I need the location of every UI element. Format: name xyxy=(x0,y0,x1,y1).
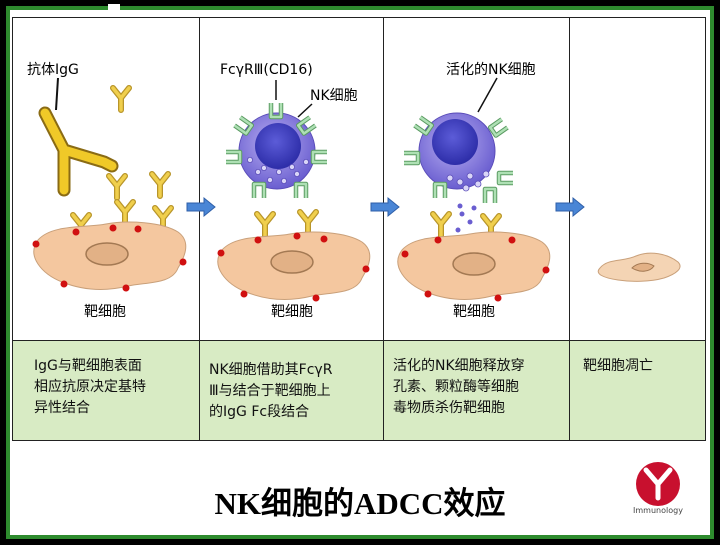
target-cell-2 xyxy=(217,231,371,302)
slide-title: NK细胞的ADCC效应 xyxy=(214,486,506,521)
caption-1-line-3: 异性结合 xyxy=(34,400,90,416)
arrow-1-icon xyxy=(186,196,216,218)
caption-2-line-1: NK细胞借助其FcγR xyxy=(209,362,333,378)
caption-3-line-3: 毒物质杀伤靶细胞 xyxy=(393,400,505,416)
p1-antibody-label: 抗体IgG xyxy=(27,62,79,78)
caption-2: NK细胞借助其FcγR Ⅲ与结合于靶细胞上 的IgG Fc段结合 xyxy=(209,360,332,423)
panel-1-art: 抗体IgG 靶细胞 xyxy=(27,62,187,320)
caption-3-line-1: 活化的NK细胞释放穿 xyxy=(393,358,525,374)
panel-3-art: 活化的NK细胞 靶细胞 xyxy=(397,62,551,320)
target-cell-1 xyxy=(32,221,187,292)
p3-target-label: 靶细胞 xyxy=(453,304,495,320)
caption-4: 靶细胞凋亡 xyxy=(583,356,653,377)
large-antibody-icon xyxy=(38,77,119,197)
p2-target-label: 靶细胞 xyxy=(271,304,313,320)
caption-1: IgG与靶细胞表面 相应抗原决定基特 异性结合 xyxy=(34,356,146,419)
nk-cell-3 xyxy=(418,112,496,192)
nk-cell-2 xyxy=(238,112,316,190)
caption-1-line-2: 相应抗原决定基特 xyxy=(34,379,146,395)
panel-4-art xyxy=(597,252,681,282)
p1-target-label: 靶细胞 xyxy=(84,304,126,320)
panel-2-art: FcγRⅢ(CD16) NK细胞 靶细胞 xyxy=(217,62,371,320)
caption-3-line-2: 孔素、颗粒酶等细胞 xyxy=(393,379,519,395)
p3-nk-label: 活化的NK细胞 xyxy=(446,62,536,78)
p2-nk-label: NK细胞 xyxy=(310,88,358,104)
logo-text: Immunology xyxy=(633,506,683,515)
caption-4-line-1: 靶细胞凋亡 xyxy=(583,358,653,374)
caption-3: 活化的NK细胞释放穿 孔素、颗粒酶等细胞 毒物质杀伤靶细胞 xyxy=(393,356,525,419)
immunology-logo-icon xyxy=(636,462,680,506)
caption-2-line-2: Ⅲ与结合于靶细胞上 xyxy=(209,383,331,399)
caption-bg-2 xyxy=(200,341,383,440)
caption-bg-3 xyxy=(384,341,569,440)
caption-bg-4 xyxy=(570,341,705,440)
caption-1-line-1: IgG与靶细胞表面 xyxy=(34,358,142,374)
arrow-2-icon xyxy=(370,196,400,218)
panel-grid xyxy=(12,17,706,441)
caption-2-line-3: 的IgG Fc段结合 xyxy=(209,404,310,420)
p2-receptor-label: FcγRⅢ(CD16) xyxy=(220,62,313,78)
corner-mark xyxy=(108,4,120,24)
arrow-3-icon xyxy=(555,196,585,218)
caption-bg-1 xyxy=(13,341,199,440)
target-cell-3 xyxy=(397,231,551,302)
